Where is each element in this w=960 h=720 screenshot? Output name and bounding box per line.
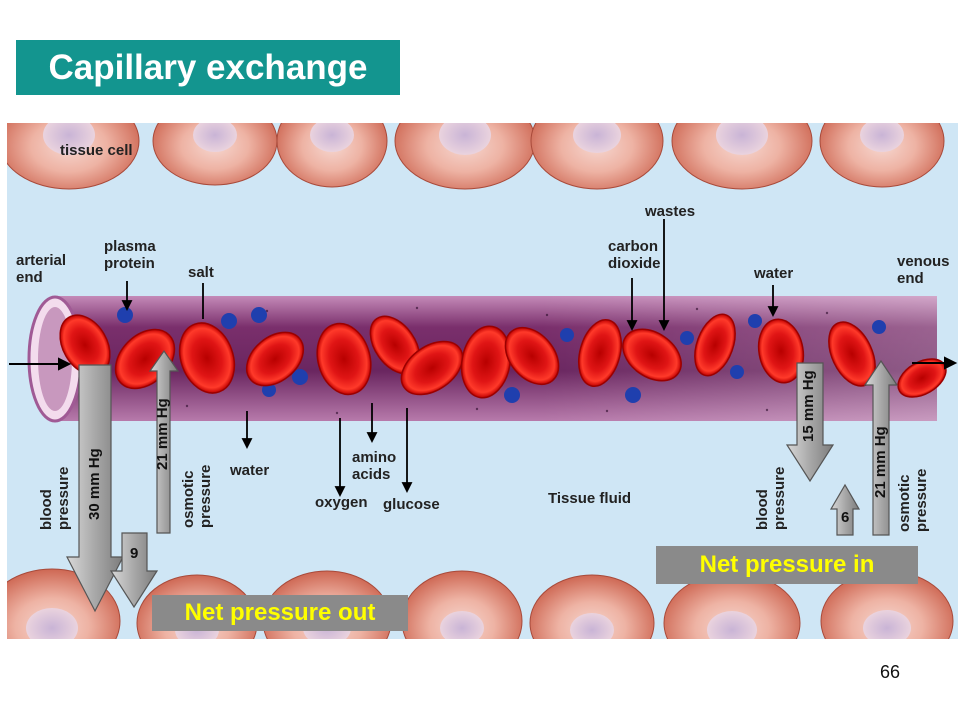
label-left-osmotic-pressure-line2: pressure [197,464,214,528]
label-right-net-value: 6 [841,509,850,526]
net-pressure-in-box: Net pressure in [656,546,918,584]
label-left-net-value: 9 [130,545,139,562]
label-tissue-cell: tissue cell [60,142,133,159]
label-oxygen: oxygen [315,494,368,511]
label-right-osmotic-pressure-line1: osmotic [896,474,913,532]
label-left-osmotic-pressure: osmotic pressure [180,465,214,528]
arterial-net-arrow [109,532,159,609]
label-right-osmotic-pressure: osmotic pressure [896,469,930,532]
flow-arrows [9,356,958,371]
label-left-down-pressure: 30 mm Hg [86,448,103,520]
label-venous-end-line2: end [897,270,924,287]
label-arterial-end-line1: arterial [16,252,67,269]
top-tissue-cells [7,123,945,190]
label-plasma-protein-line2: protein [104,255,155,272]
venous-net-arrow [829,483,861,536]
label-left-up-pressure: 21 mm Hg [154,398,171,470]
label-wastes: wastes [645,203,696,220]
label-plasma-protein: plasma protein [104,238,156,272]
left-pressure-arrows [66,349,180,613]
label-water-top: water [754,265,794,282]
net-pressure-out-box: Net pressure out [152,595,408,631]
label-arterial-end: arterial end [16,252,66,286]
arterial-osmotic-pressure-arrow [148,349,180,534]
label-plasma-protein-line1: plasma [104,238,156,255]
label-venous-end: venous end [897,253,950,287]
label-water-bottom: water [230,462,270,479]
label-arterial-end-line2: end [16,269,43,286]
red-blood-cells [59,313,947,399]
venous-osmotic-pressure-arrow [863,359,899,536]
label-amino-acids-line1: amino [352,449,397,466]
label-carbon-dioxide: carbon dioxide [608,238,661,272]
venous-blood-pressure-arrow [785,362,835,483]
label-salt: salt [188,264,214,281]
page-number: 66 [880,662,901,682]
label-tissue-fluid: Tissue fluid [548,490,632,507]
label-pointers [121,219,779,498]
slide-title: Capillary exchange [16,40,400,95]
label-right-blood-pressure-line2: pressure [771,466,788,530]
label-right-blood-pressure: blood pressure [754,467,788,530]
label-carbon-dioxide-line1: carbon [608,238,659,255]
label-venous-end-line1: venous [897,253,950,270]
plasma-proteins [117,307,886,403]
arterial-blood-pressure-arrow [66,364,124,613]
capillary-diagram [7,123,958,639]
label-amino-acids-line2: acids [352,466,391,483]
label-amino-acids: amino acids [352,449,396,483]
label-left-blood-pressure-line2: pressure [55,466,72,530]
label-right-down-pressure: 15 mm Hg [800,370,817,442]
label-carbon-dioxide-line2: dioxide [608,255,661,272]
label-left-osmotic-pressure-line1: osmotic [180,470,197,528]
label-right-osmotic-pressure-line2: pressure [913,468,930,532]
label-left-blood-pressure: blood pressure [38,467,72,530]
label-glucose: glucose [383,496,440,513]
label-right-blood-pressure-line1: blood [754,489,771,530]
label-left-blood-pressure-line1: blood [38,489,55,530]
right-pressure-arrows [785,359,899,536]
label-right-up-pressure: 21 mm Hg [872,426,889,498]
